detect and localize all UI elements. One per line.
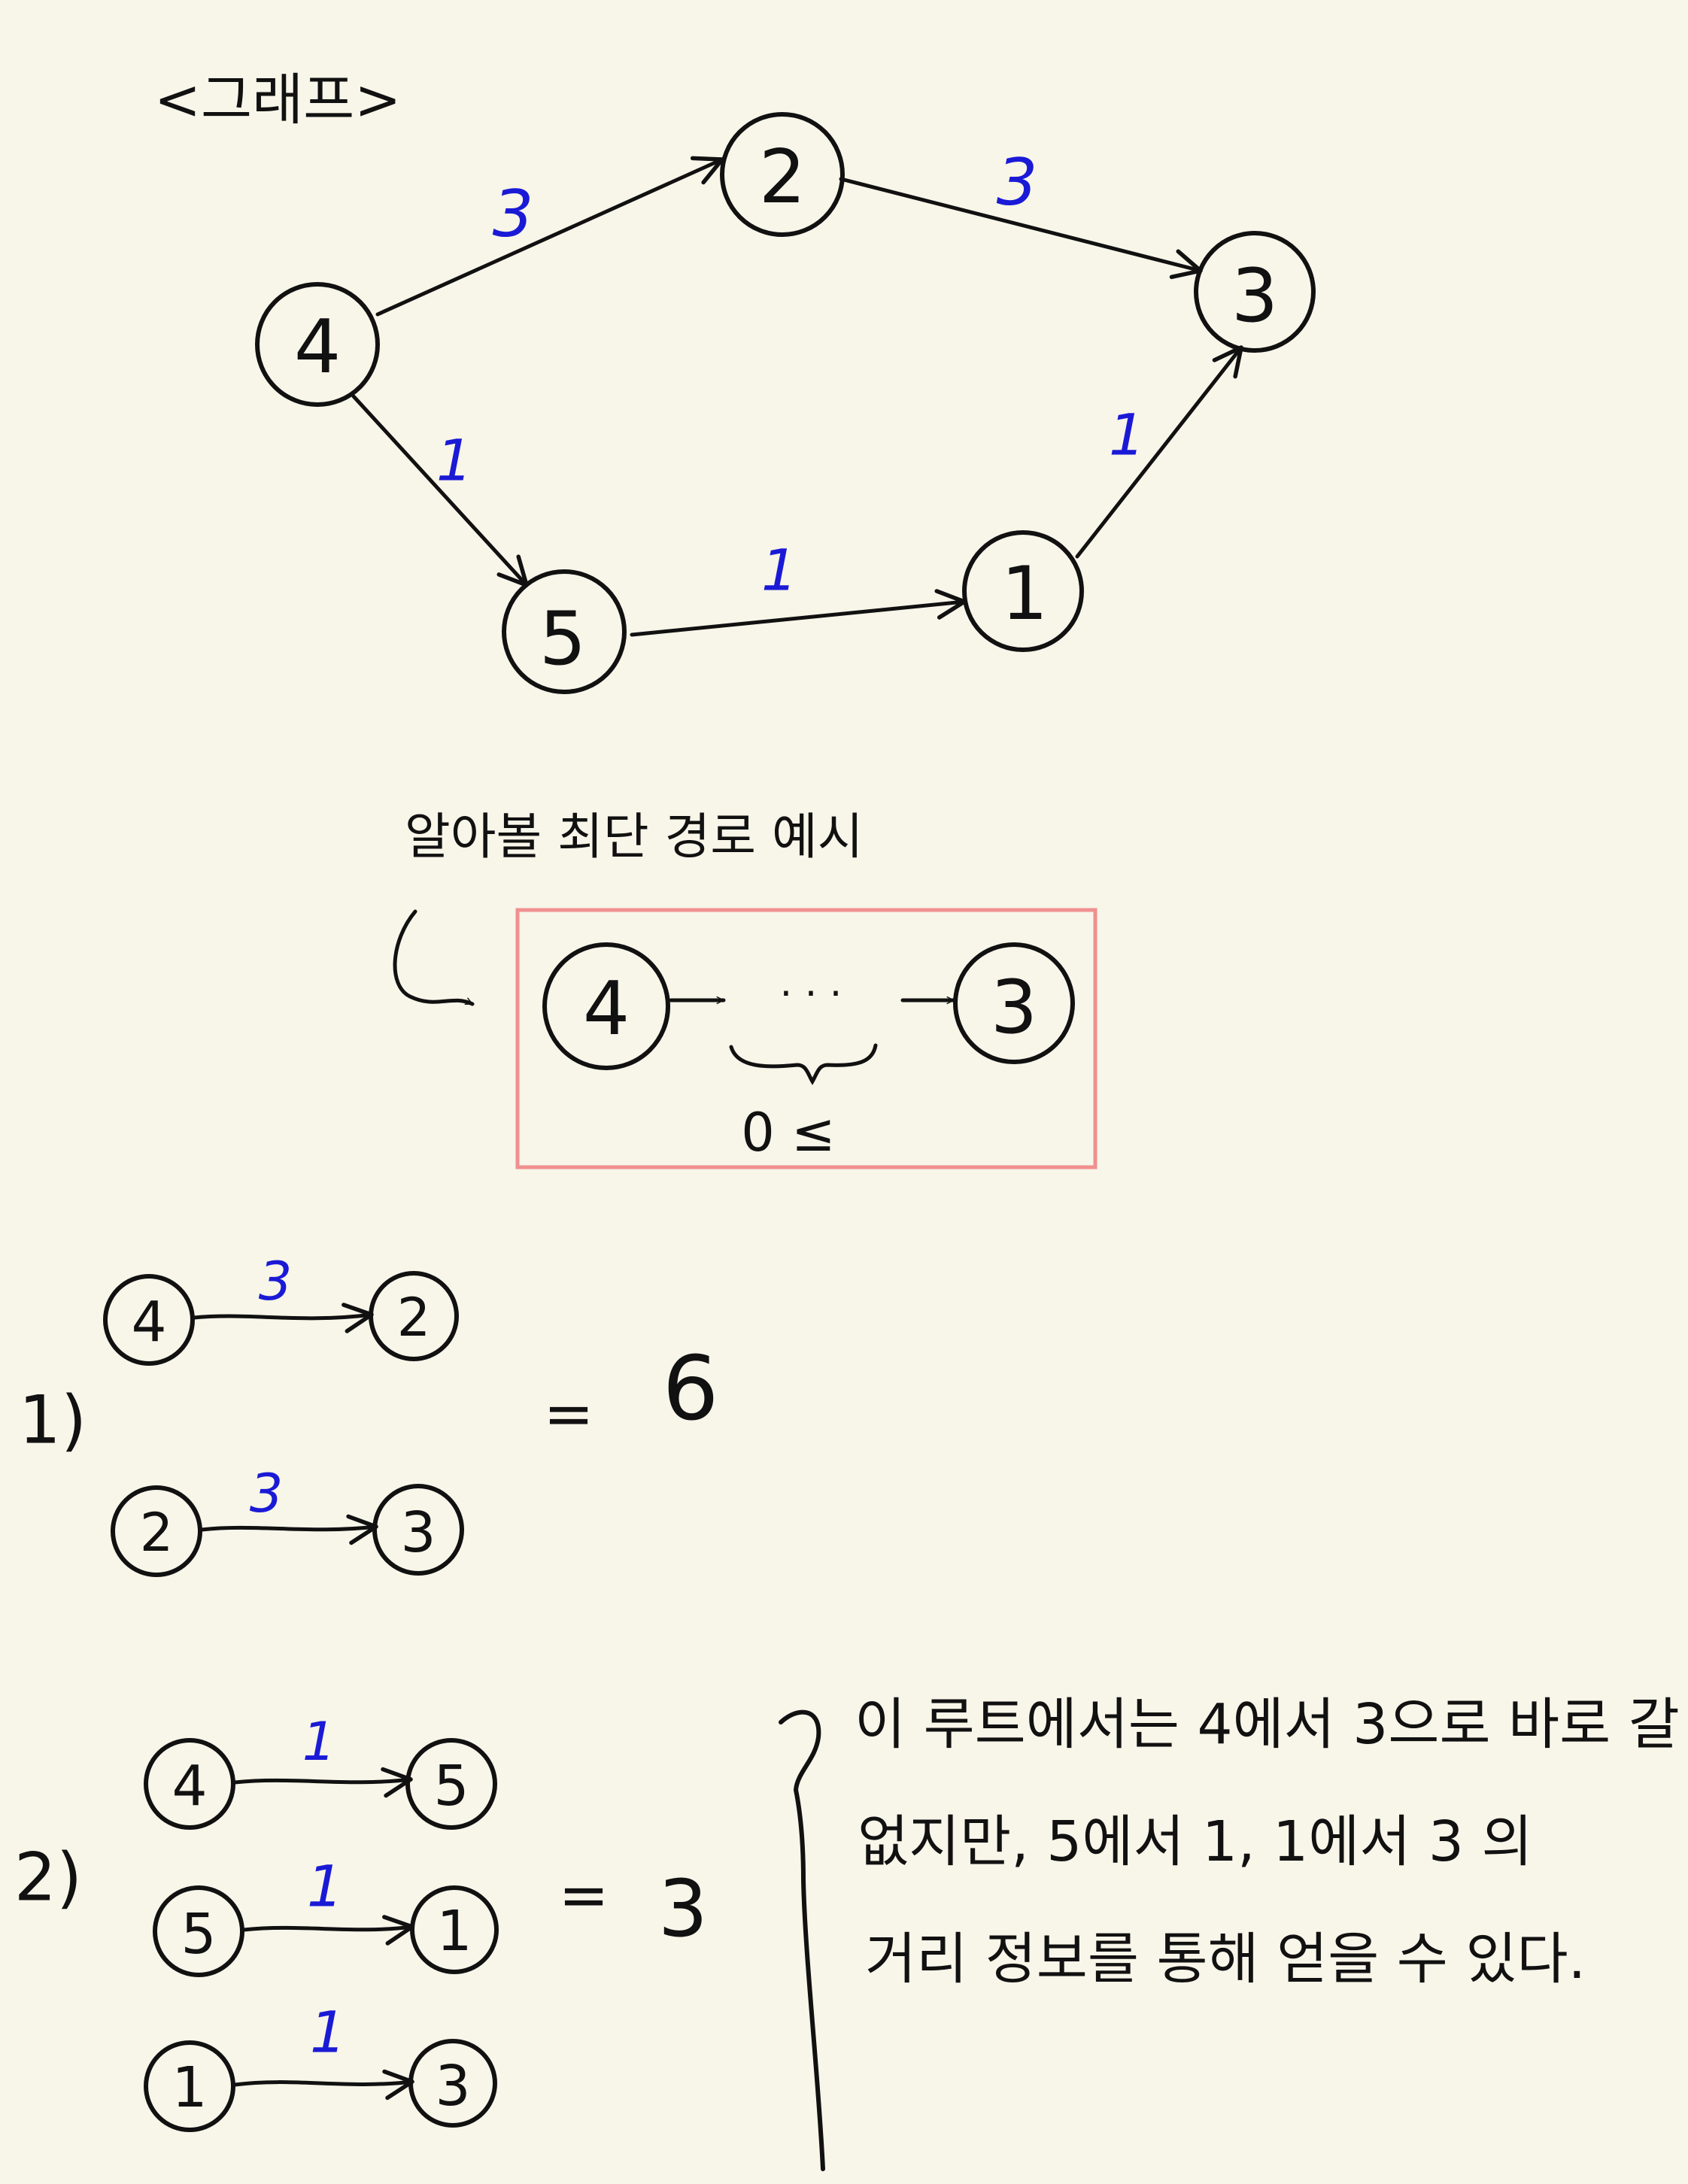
route-2-step-2-to: 1 <box>410 1885 499 1974</box>
route-2-step-3-from-label: 1 <box>172 2055 207 2120</box>
route-2-note-line-1: 이 루트에서는 4에서 3으로 바로 갈 수 <box>855 1692 1688 1757</box>
route-2-note-line-2: 없지만, 5에서 1, 1에서 3 의 <box>858 1809 1533 1874</box>
route-1-step-1-from-label: 4 <box>131 1290 166 1354</box>
route-1-step-1-from: 4 <box>103 1274 195 1366</box>
route-1-label: 1) <box>19 1382 87 1459</box>
graph-node-4: 4 <box>255 282 380 407</box>
route-1-step-2-weight: 3 <box>250 1463 284 1524</box>
route-2: 2) 4 1 5 5 1 1 1 1 <box>14 1692 1688 2171</box>
edge-weight-1-3: 1 <box>1109 402 1145 469</box>
edge-weight-4-2: 3 <box>493 177 534 252</box>
edge-weight-4-5: 1 <box>436 427 472 494</box>
route-2-total: 3 <box>658 1863 708 1955</box>
route-2-equals: = <box>558 1861 609 1931</box>
example-highlight-box <box>515 908 1098 1169</box>
example-dots: · · · <box>780 972 842 1017</box>
edge-1-3 <box>1075 345 1243 559</box>
example-start-label: 4 <box>583 966 630 1052</box>
route-1-step-1-arrow <box>192 1303 374 1333</box>
edge-4-5 <box>351 394 529 587</box>
example-brace-label: 0 ≤ <box>741 1102 835 1163</box>
route-2-note-line-3: 거리 정보를 통해 얻을 수 있다. <box>865 1927 1586 1991</box>
edge-weight-2-3: 3 <box>997 145 1038 220</box>
graph-title: <그래프> <box>154 68 401 132</box>
route-2-step-3-to: 3 <box>408 2039 497 2128</box>
route-2-step-3-weight: 1 <box>310 1999 346 2066</box>
example-end-label: 3 <box>991 965 1037 1051</box>
example-caption: 알아볼 최단 경로 예시 <box>405 808 863 866</box>
route-2-step-1-from-label: 4 <box>172 1754 207 1818</box>
route-1-step-2-arrow <box>199 1514 378 1545</box>
route-1-step-1-to: 2 <box>369 1271 459 1361</box>
edge-weight-5-1: 1 <box>761 537 797 604</box>
route-2-step-2-arrow <box>241 1915 414 1946</box>
example-start-node: 4 <box>542 942 670 1070</box>
shortest-path-example: 알아볼 최단 경로 예시 4 · · · 0 ≤ 3 <box>393 808 1098 1169</box>
route-2-step-3-to-label: 3 <box>435 2054 470 2119</box>
graph-node-3-label: 3 <box>1231 253 1278 339</box>
route-2-step-3-arrow <box>232 2069 414 2101</box>
edge-2-3 <box>839 177 1203 280</box>
edge-5-1 <box>630 589 967 637</box>
route-2-step-2-from: 5 <box>153 1885 244 1977</box>
graph-node-4-label: 4 <box>294 305 341 390</box>
route-2-step-2-from-label: 5 <box>181 1902 216 1967</box>
route-1-step-2-from: 2 <box>111 1485 202 1577</box>
route-2-step-1-weight: 1 <box>302 1711 336 1773</box>
example-brace <box>729 1043 878 1085</box>
route-1: 1) 4 3 2 2 3 3 = 6 <box>19 1251 719 1577</box>
caption-pointer-arrow <box>393 909 475 1006</box>
route-1-step-2-from-label: 2 <box>140 1502 174 1564</box>
route-2-label: 2) <box>14 1839 82 1916</box>
route-2-step-2-weight: 1 <box>307 1853 343 1920</box>
graph-node-5: 5 <box>502 569 627 694</box>
route-1-step-2-to: 3 <box>372 1484 464 1576</box>
route-2-step-1-arrow <box>232 1767 413 1798</box>
graph-node-2: 2 <box>720 112 845 237</box>
main-graph: 3 3 1 1 1 4 2 3 5 1 <box>255 112 1316 694</box>
graph-node-1-label: 1 <box>1001 551 1048 637</box>
route-1-step-1-weight: 3 <box>259 1251 293 1312</box>
route-2-step-3-from: 1 <box>144 2040 235 2132</box>
route-1-step-1-to-label: 2 <box>397 1287 431 1348</box>
route-2-step-1-to: 5 <box>405 1738 497 1830</box>
example-end-node: 3 <box>953 942 1075 1064</box>
graph-node-3: 3 <box>1194 231 1316 353</box>
route-2-step-2-to-label: 1 <box>436 1899 472 1964</box>
graph-node-5-label: 5 <box>539 596 586 682</box>
route-1-total: 6 <box>662 1336 718 1440</box>
route-2-step-1-from: 4 <box>144 1738 235 1830</box>
graph-node-2-label: 2 <box>759 135 806 220</box>
edge-4-2 <box>375 156 724 317</box>
graph-node-1: 1 <box>962 530 1084 652</box>
route-2-step-1-to-label: 5 <box>433 1754 469 1818</box>
route-1-equals: = <box>543 1379 594 1449</box>
route-2-note-bracket <box>779 1709 825 2171</box>
route-1-step-2-to-label: 3 <box>400 1500 436 1565</box>
